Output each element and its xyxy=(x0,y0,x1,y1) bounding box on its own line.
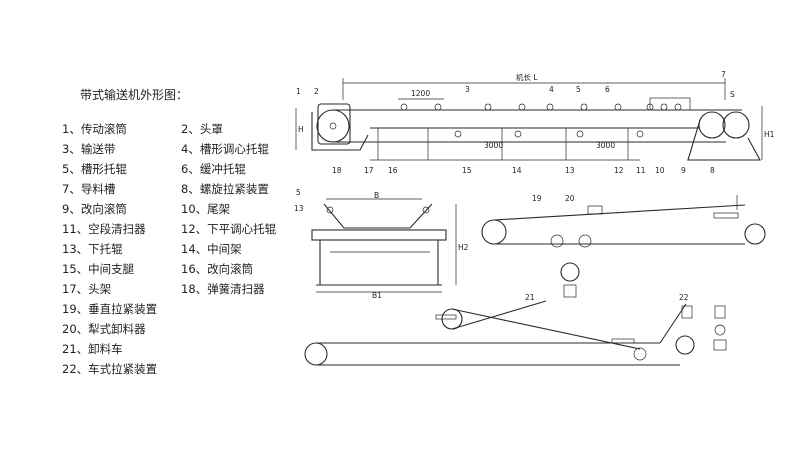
tail-drum xyxy=(698,111,726,139)
h1-dim-label: H1 xyxy=(764,130,775,139)
legend-item-12: 12、下平调心托辊 xyxy=(181,222,277,236)
legend-item-16: 16、改向滚筒 xyxy=(181,262,254,276)
svg-text:3: 3 xyxy=(465,85,470,94)
bend-drum xyxy=(722,111,750,139)
feed-chute xyxy=(649,97,691,111)
legend-item-15: 15、中间支腿 xyxy=(62,262,135,276)
b-dim-label: B xyxy=(374,191,379,200)
svg-text:8: 8 xyxy=(710,166,715,175)
svg-text:1: 1 xyxy=(296,87,301,96)
tripper-car-view: 21 22 xyxy=(304,293,727,366)
dim-1200-label: 1200 xyxy=(411,89,430,98)
legend-item-17: 17、头架 xyxy=(62,282,112,296)
idler-frame xyxy=(311,229,447,241)
svg-text:9: 9 xyxy=(681,166,686,175)
legend-item-3: 3、输送带 xyxy=(62,142,116,156)
troughed-idler xyxy=(323,203,433,229)
h-dim-label: H xyxy=(298,125,304,134)
svg-text:7: 7 xyxy=(721,70,726,79)
svg-text:6: 6 xyxy=(605,85,610,94)
legend-column-left: 1、传动滚筒 3、输送带 5、槽形托辊 7、导料槽 9、改向滚筒 11、空段清扫… xyxy=(62,119,157,379)
legend-item-18: 18、弹簧清扫器 xyxy=(181,282,265,296)
svg-text:21: 21 xyxy=(525,293,535,302)
svg-text:14: 14 xyxy=(512,166,522,175)
legend-item-2: 2、头罩 xyxy=(181,122,223,136)
svg-text:22: 22 xyxy=(679,293,689,302)
svg-text:18: 18 xyxy=(332,166,342,175)
main-callouts: 1 2 3 4 5 6 7 8 9 10 11 12 13 14 15 16 1… xyxy=(296,70,726,175)
cross-section-view: B H2 B1 5 13 xyxy=(294,188,469,300)
machine-length-label: 机长 L xyxy=(516,72,538,82)
svg-text:20: 20 xyxy=(565,194,575,203)
svg-text:2: 2 xyxy=(314,87,319,96)
legend-item-13: 13、下托辊 xyxy=(62,242,123,256)
h2-dim-label: H2 xyxy=(458,243,469,252)
svg-text:15: 15 xyxy=(462,166,472,175)
legend-item-1: 1、传动滚筒 xyxy=(62,122,127,136)
legend-item-11: 11、空段清扫器 xyxy=(62,222,146,236)
vertical-takeup-view: 19 20 xyxy=(481,194,766,298)
svg-text:4: 4 xyxy=(549,85,554,94)
svg-text:16: 16 xyxy=(388,166,398,175)
legend-item-14: 14、中间架 xyxy=(181,242,242,256)
legend-item-19: 19、垂直拉紧装置 xyxy=(62,302,158,316)
svg-text:12: 12 xyxy=(614,166,624,175)
b1-dim-label: B1 xyxy=(372,291,382,300)
dim-3000b-label: 3000 xyxy=(596,141,615,150)
legend-item-22: 22、车式拉紧装置 xyxy=(62,362,158,376)
svg-text:11: 11 xyxy=(636,166,646,175)
drive-drum xyxy=(316,109,350,143)
dim-3000a-label: 3000 xyxy=(484,141,503,150)
head-cover xyxy=(317,103,351,145)
carrying-idlers xyxy=(400,103,682,111)
main-side-view: 机长 L 1200 H 3000 xyxy=(295,70,775,175)
legend-item-6: 6、缓冲托辊 xyxy=(181,162,246,176)
legend-column-right: 2、头罩 4、槽形调心托辊 6、缓冲托辊 8、螺旋拉紧装置 10、尾架 12、下… xyxy=(181,119,276,299)
svg-text:10: 10 xyxy=(655,166,665,175)
legend-item-8: 8、螺旋拉紧装置 xyxy=(181,182,269,196)
svg-text:5: 5 xyxy=(576,85,581,94)
svg-text:13: 13 xyxy=(294,204,304,213)
legend-item-9: 9、改向滚筒 xyxy=(62,202,127,216)
legend-item-5: 5、槽形托辊 xyxy=(62,162,127,176)
svg-text:17: 17 xyxy=(364,166,374,175)
legend-item-4: 4、槽形调心托辊 xyxy=(181,142,269,156)
s-dim-label: S xyxy=(730,90,735,99)
legend-item-21: 21、卸料车 xyxy=(62,342,123,356)
legend-item-20: 20、犁式卸料器 xyxy=(62,322,146,336)
legend-item-10: 10、尾架 xyxy=(181,202,231,216)
legend-item-7: 7、导料槽 xyxy=(62,182,116,196)
svg-text:13: 13 xyxy=(565,166,575,175)
svg-text:5: 5 xyxy=(296,188,301,197)
intermediate-legs xyxy=(377,128,629,160)
diagram-title: 带式输送机外形图： xyxy=(80,88,189,102)
svg-text:19: 19 xyxy=(532,194,542,203)
